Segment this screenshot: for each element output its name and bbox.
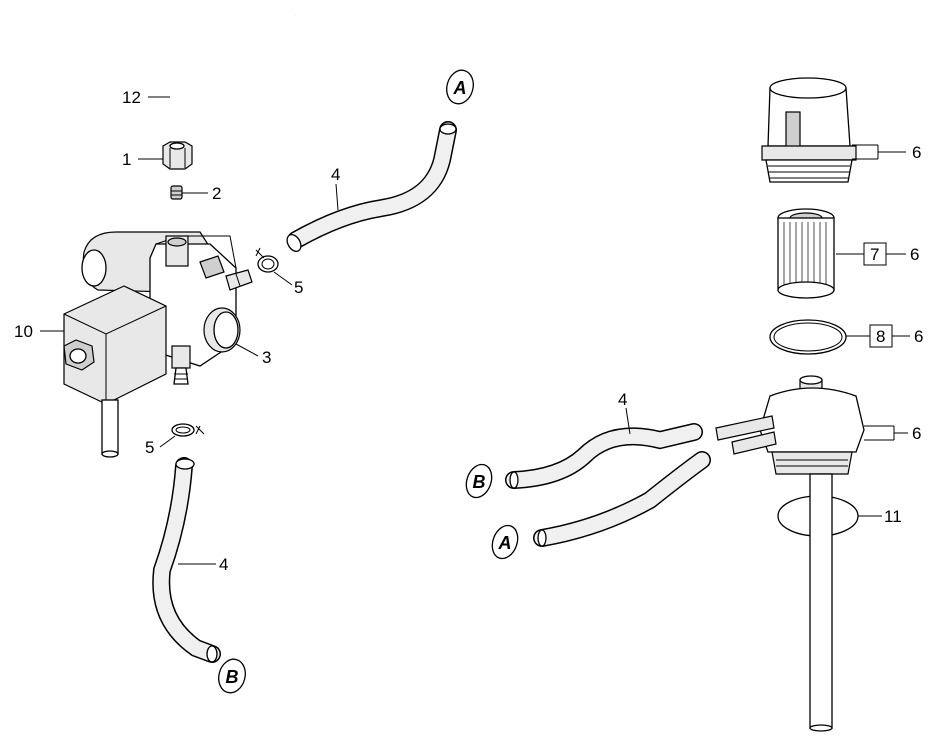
label-6-ring: 6: [914, 327, 923, 346]
connector-a-top: A: [446, 69, 474, 105]
label-2: 2: [212, 184, 221, 203]
svg-text:A: A: [498, 533, 512, 553]
label-5-lower: 5: [145, 438, 154, 457]
part-4-hose-upper: [286, 121, 457, 253]
suction-tube: [809, 473, 833, 732]
part-4-hose-right-b: [505, 423, 703, 489]
label-12: 12: [122, 88, 141, 107]
label-4-upper: 4: [331, 165, 340, 184]
label-7: 7: [870, 245, 879, 264]
label-6-base: 6: [912, 424, 921, 443]
svg-text:B: B: [226, 667, 239, 687]
label-4-right: 4: [618, 390, 627, 409]
part-6-filter-cap: [761, 77, 857, 183]
label-8: 8: [876, 327, 885, 346]
label-11: 11: [884, 507, 902, 526]
leader-lines-left: [40, 96, 339, 565]
label-6-filter: 6: [910, 245, 919, 264]
part-4-hose-right-a: [533, 451, 711, 547]
part-2-fitting: [170, 185, 183, 200]
part-1-nut: [162, 141, 193, 170]
label-4-lower: 4: [219, 555, 228, 574]
part-3-valve-body: [81, 231, 253, 385]
part-7-filter-element: [777, 208, 835, 299]
svg-text:B: B: [473, 472, 486, 492]
label-6-top: 6: [912, 143, 921, 162]
label-3: 3: [262, 348, 271, 367]
part-6-filter-base: [715, 375, 865, 475]
connector-b-bottom: B: [218, 658, 246, 694]
label-5-upper: 5: [294, 278, 303, 297]
part-8-o-ring: [769, 319, 847, 355]
connector-a-right: A: [491, 524, 519, 560]
svg-text:A: A: [453, 78, 467, 98]
part-5-clamp-upper: [255, 247, 279, 273]
leader-lines-right: [625, 144, 910, 517]
part-5-clamp-lower: [171, 423, 205, 437]
part-12-rod: [165, 14, 297, 137]
part-4-hose-lower: [152, 457, 221, 663]
connector-b-right: B: [465, 463, 493, 499]
label-1: 1: [122, 150, 131, 169]
label-10: 10: [14, 322, 33, 341]
part-10-solenoid: [63, 285, 167, 458]
